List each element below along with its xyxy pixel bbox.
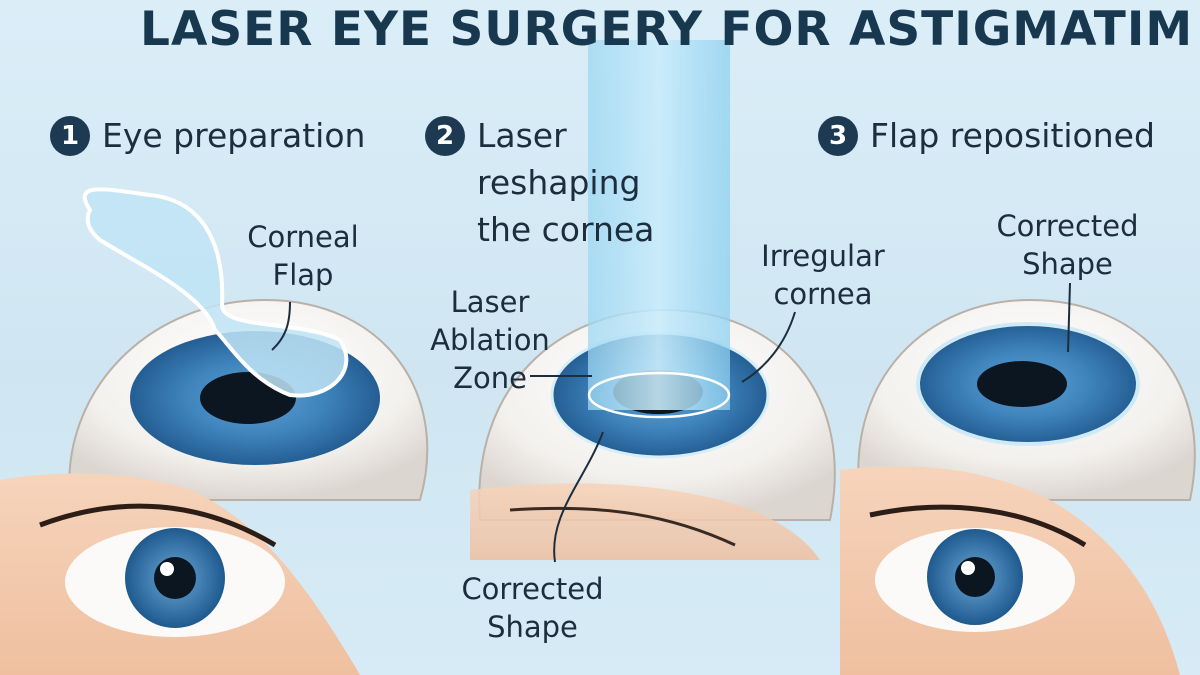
- panel-3-flap-repositioned: [840, 298, 1196, 675]
- step-2-label: Laser reshaping the cornea: [477, 116, 655, 249]
- small-pupil-3: [955, 557, 995, 597]
- ablation-ring: [587, 371, 731, 419]
- leader-irregular-cornea: [741, 311, 796, 383]
- panel-2-laser-reshaping: [470, 40, 836, 560]
- leader-corrected-shape-3: [1067, 282, 1071, 353]
- small-highlight-1: [160, 562, 174, 576]
- small-highlight-3: [961, 561, 975, 575]
- page-title: LASER EYE SURGERY FOR ASTIGMATIM: [140, 2, 1194, 57]
- lash-line-3: [869, 504, 1087, 548]
- step-2-badge: 2: [425, 116, 465, 156]
- label-laser-ablation-zone: Laser Ablation Zone: [430, 285, 550, 395]
- step-1-badge: 1: [50, 116, 90, 156]
- lash-line-2: [509, 506, 736, 547]
- step-2-heading: 2 Laser reshaping the cornea: [425, 112, 654, 253]
- label-corneal-flap: Corneal Flap: [247, 220, 359, 292]
- small-pupil-1: [154, 557, 196, 599]
- label-corrected-shape-step-2: Corrected Shape: [461, 572, 604, 644]
- step-3-heading: 3 Flap repositioned: [818, 112, 1155, 159]
- eyelid-skin-2: [470, 483, 820, 560]
- step-3-label: Flap repositioned: [870, 116, 1155, 155]
- label-corrected-shape-step-3: Corrected Shape: [996, 209, 1139, 281]
- step-3-badge: 3: [818, 116, 858, 156]
- label-irregular-cornea: Irregular cornea: [761, 239, 885, 311]
- corneal-flap-shape: [82, 187, 349, 398]
- step-1-heading: 1 Eye preparation: [50, 112, 365, 159]
- laser-beam: [588, 40, 730, 410]
- panel-1-eye-preparation: [0, 187, 429, 675]
- step-1-label: Eye preparation: [102, 116, 366, 155]
- leader-corrected-shape-2: [553, 431, 604, 563]
- leader-lines: [271, 282, 1071, 563]
- leader-corneal-flap: [271, 301, 291, 351]
- pupil-3: [977, 361, 1067, 407]
- lash-line-1: [39, 503, 277, 548]
